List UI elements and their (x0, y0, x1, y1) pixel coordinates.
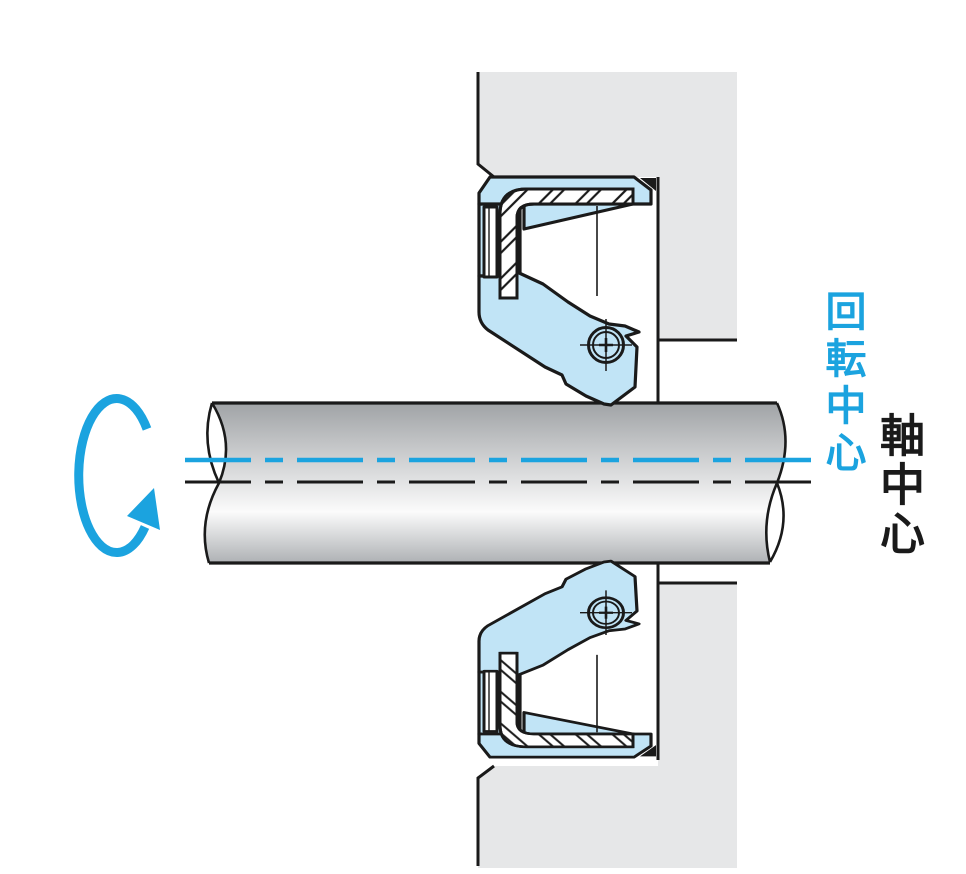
shaft-break-lens-right (768, 482, 785, 563)
rotation-center-label: 回転中心 (818, 290, 866, 478)
shaft-center-label: 軸中心 (872, 412, 925, 559)
oil-seal-top (477, 175, 658, 407)
shaft-break-lens-left (206, 402, 221, 484)
housing-upper-block (476, 72, 737, 403)
housing-lower-block (476, 563, 737, 868)
rotation-arrow-icon (74, 394, 160, 558)
oil-seal-bottom (477, 559, 658, 759)
